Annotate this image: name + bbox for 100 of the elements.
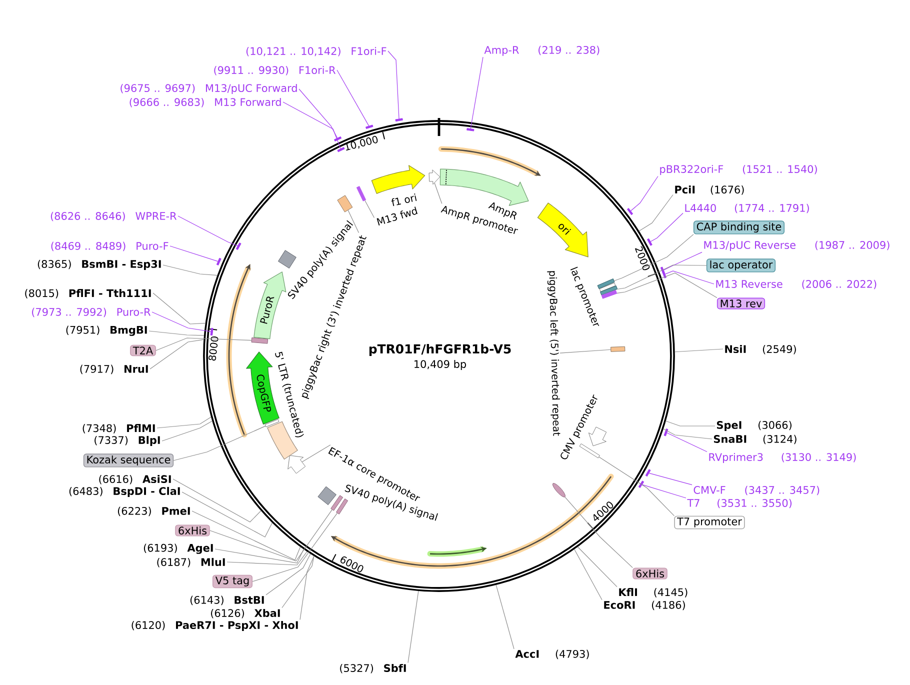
leader-line (617, 264, 707, 290)
leader-line (348, 210, 360, 234)
primer-mark (395, 118, 403, 122)
enzyme-name: SbfI (384, 664, 406, 672)
leader-line (302, 444, 331, 462)
enzyme-name: BsmBI - Esp3I (82, 260, 161, 270)
primer-name: CMV-F (694, 486, 726, 494)
primer-mark (366, 124, 374, 129)
feature-segment: PuroR (254, 272, 286, 340)
leader-line (192, 510, 301, 560)
leader-line (648, 472, 692, 486)
feature-tag: V5 tag (212, 574, 252, 588)
leader-line (162, 264, 218, 276)
site-position: (4793) (556, 650, 589, 660)
primer-range: (3531 .. 3550) (718, 498, 792, 508)
feature-tag: T2A (130, 344, 156, 356)
leader-line (150, 339, 204, 370)
primer-mark (466, 128, 474, 132)
primer-name: WPRE-R (136, 212, 177, 220)
primer-range: (10,121 .. 10,142) (246, 46, 340, 56)
feature-mark (552, 483, 566, 498)
plasmid-name: pTR01F/hFGFR1b-V5 (369, 344, 511, 356)
ruler-label: 10,000 (344, 136, 378, 151)
site-position: (4186) (652, 600, 685, 610)
leader-line (666, 432, 708, 452)
leader-line (252, 512, 338, 582)
enzyme-name: BmgBI (110, 326, 147, 336)
primer-mark (662, 270, 666, 278)
enzyme-name: SpeI (716, 421, 742, 431)
feature-segment: ori (537, 202, 588, 258)
feature-label: f1 ori (391, 193, 417, 206)
leader-line (664, 270, 714, 284)
site-position: (6616) (99, 474, 132, 484)
feature-mark (356, 186, 366, 202)
feature-label: piggyBac left (5') inverted repeat (547, 271, 560, 436)
ruler-label: 8000 (208, 336, 218, 361)
site-position: (6193) (144, 544, 177, 554)
site-position: (2549) (762, 344, 796, 354)
site-position: (6126) (211, 608, 244, 618)
leader-line (282, 556, 314, 608)
primer-name: M13 Forward (215, 98, 281, 106)
leader-line (630, 176, 658, 212)
leader-line (300, 556, 314, 620)
primer-name: F1ori-R (300, 66, 336, 74)
primer-range: (7973 .. 7992) (32, 308, 106, 318)
leader-line (388, 50, 400, 119)
feature-mark (336, 498, 348, 514)
leader-line (210, 509, 332, 562)
leader-line (663, 428, 712, 440)
leader-line (148, 330, 204, 336)
feature-mark (610, 346, 626, 352)
primer-range: (1774 .. 1791) (734, 204, 809, 214)
enzyme-name: AsiSI (142, 474, 171, 484)
leader-line (156, 338, 252, 351)
leader-line (282, 102, 341, 149)
leader-line (178, 216, 238, 246)
leader-line (156, 416, 212, 428)
primer-name: RVprimer3 (709, 452, 763, 464)
leader-line (642, 484, 686, 498)
feature-mark (579, 443, 600, 458)
leader-line (614, 234, 694, 282)
primer-name: Puro-R (117, 308, 150, 316)
feature-mark (337, 195, 353, 212)
ruler-label: 6000 (340, 556, 364, 572)
primer-name: pBR322ori-F (660, 164, 724, 176)
leader-line (336, 70, 370, 126)
site-position: (7917) (80, 364, 114, 374)
leader-line (226, 551, 308, 566)
enzyme-name: NruI (124, 365, 148, 373)
feature-mark (428, 170, 440, 185)
feature-tag: Kozak sequence (83, 454, 174, 468)
feature-mark (251, 337, 268, 344)
leader-line (364, 200, 375, 218)
primer-range: (9911 .. 9930) (214, 66, 288, 76)
site-position: (3066) (758, 420, 792, 430)
primer-name: Amp-R (484, 46, 519, 56)
enzyme-name: BspDI - ClaI (114, 486, 180, 498)
site-position: (8365) (38, 260, 71, 270)
feature-mark (264, 419, 280, 428)
primer-mark (216, 258, 222, 266)
feature-tag: 6xHis (175, 524, 210, 536)
site-position: (7337) (94, 436, 128, 446)
site-position: (6143) (190, 596, 224, 606)
primer-mark (664, 428, 668, 436)
site-position: (7951) (66, 326, 100, 336)
site-position: (8015) (25, 289, 58, 298)
feature-mark (330, 495, 344, 511)
enzyme-name: PflMI (127, 424, 155, 432)
primer-range: (219 .. 238) (538, 46, 600, 56)
primer-name: T7 (687, 499, 700, 507)
leader-line (663, 252, 702, 270)
primer-range: (1521 .. 1540) (742, 164, 817, 174)
primer-name: L4440 (685, 204, 716, 212)
leader-line (638, 194, 674, 232)
enzyme-name: NsiI (725, 344, 746, 354)
feature-tag: CAP binding site (694, 220, 784, 234)
site-position: (3124) (763, 434, 796, 444)
site-position: (6223) (118, 506, 151, 516)
primer-range: (3130 .. 3149) (782, 452, 856, 462)
site-position: (5327) (340, 664, 374, 674)
